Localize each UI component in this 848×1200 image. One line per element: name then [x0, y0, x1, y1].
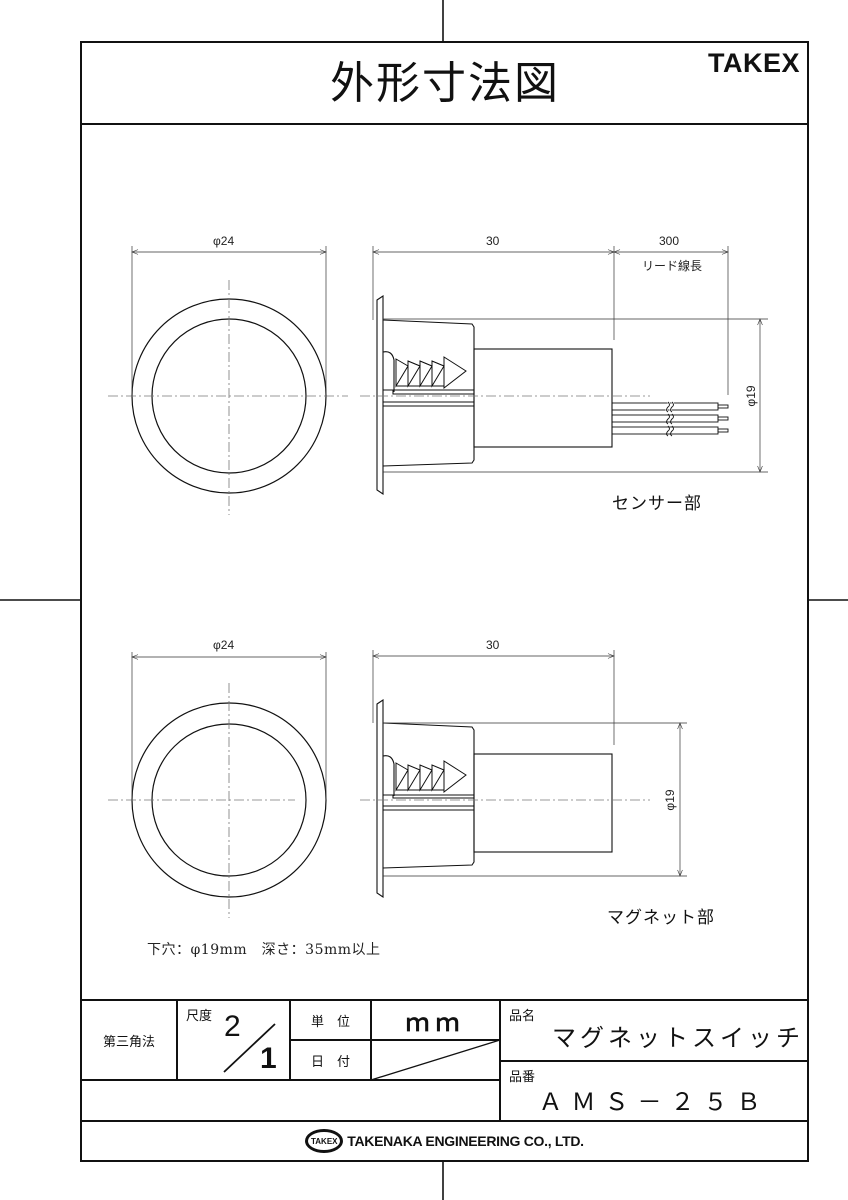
product-code-label: 品番 — [509, 1070, 536, 1085]
magnet-dimensions — [372, 650, 687, 877]
magnet-front-view — [108, 652, 327, 918]
brand-logo: TAKEX — [707, 48, 800, 78]
mounting-hole-note: 下穴：φ19mm 深さ：35mm以上 — [147, 942, 381, 958]
sensor-dimensions — [372, 246, 768, 473]
sensor-part-label: センサー部 — [612, 494, 702, 514]
sensor-lead-caption: リード線長 — [642, 259, 703, 273]
company-footer: TAKEX TAKENAKA ENGINEERING CO., LTD. — [81, 1121, 808, 1161]
sensor-front-diameter-label: φ24 — [213, 234, 235, 248]
sensor-body-diameter-label: φ19 — [744, 385, 758, 407]
unit-value: ｍｍ — [405, 1009, 466, 1037]
date-label: 日 付 — [310, 1054, 350, 1070]
scale-label: 尺度 — [186, 1009, 213, 1024]
magnet-front-diameter-label: φ24 — [213, 638, 235, 652]
title-block-grid — [81, 999, 808, 1122]
company-logo-icon: TAKEX — [305, 1129, 344, 1153]
magnet-part-label: マグネット部 — [607, 908, 715, 928]
unit-label: 単 位 — [310, 1014, 350, 1030]
product-name-label: 品名 — [509, 1009, 536, 1024]
sensor-side-view — [360, 294, 729, 496]
projection-method: 第三角法 — [102, 1034, 155, 1050]
sensor-front-view — [108, 246, 348, 515]
sheet-frame — [80, 41, 809, 1162]
scale-numerator: 2 — [224, 1010, 241, 1043]
magnet-length-label: 30 — [486, 638, 500, 652]
page-title: 外形寸法図 — [330, 58, 560, 109]
company-name: TAKENAKA ENGINEERING CO., LTD. — [347, 1133, 584, 1149]
magnet-side-view — [360, 698, 650, 899]
product-code: ＡＭＳ－２５Ｂ — [538, 1089, 770, 1116]
scale-denominator: 1 — [260, 1042, 277, 1075]
product-name: マグネットスイッチ — [552, 1024, 804, 1052]
magnet-body-diameter-label: φ19 — [663, 789, 677, 811]
sensor-length-label: 30 — [486, 234, 500, 248]
sensor-lead-length-label: 300 — [659, 234, 680, 248]
